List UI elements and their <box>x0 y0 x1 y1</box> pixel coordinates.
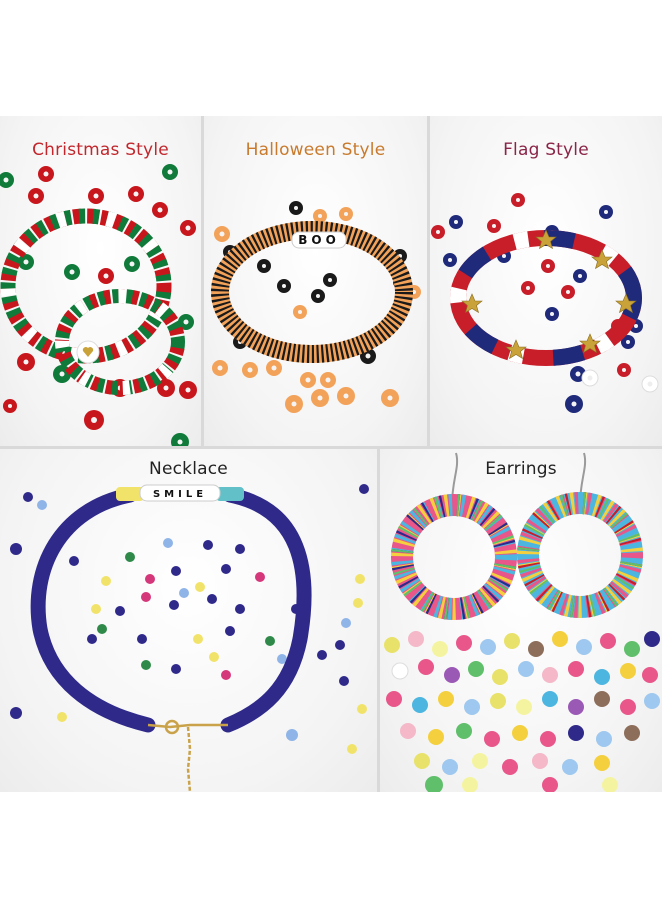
flag-title-text: Flag Style <box>503 140 589 160</box>
flag-style-title: Flag Style <box>430 140 662 160</box>
boo-letters: BOO <box>298 233 340 247</box>
loose-beads <box>431 193 659 413</box>
bottom-whitespace <box>0 792 662 907</box>
loose-beads <box>212 201 421 413</box>
loose-beads <box>384 631 660 792</box>
halloween-bracelet-image: BOO <box>211 201 421 413</box>
flag-style-panel: Flag Style <box>430 116 662 446</box>
christmas-bracelet-image <box>0 164 197 446</box>
smile-letter-beads: SMILE <box>139 484 221 502</box>
loose-beads <box>0 164 197 446</box>
gold-clasp-chain <box>147 719 228 792</box>
smile-letters: SMILE <box>153 489 207 500</box>
earrings-title: Earrings <box>380 459 662 479</box>
necklace-panel: Necklace <box>0 449 377 792</box>
product-collage: Christmas Style <box>0 116 662 792</box>
earrings-image <box>384 452 660 792</box>
necklace-strand-left <box>30 487 156 733</box>
flag-bracelet-image <box>431 193 659 413</box>
necklace-strand-right <box>220 487 312 733</box>
loose-beads <box>10 484 369 754</box>
christmas-style-panel: Christmas Style <box>0 116 201 446</box>
earrings-panel: Earrings <box>380 449 662 792</box>
star-charms <box>461 229 637 360</box>
boo-letter-beads: BOO <box>291 231 347 249</box>
halloween-title-text: Halloween Style <box>245 140 386 160</box>
halloween-style-title: Halloween Style <box>204 140 427 160</box>
christmas-title-text: Christmas Style <box>32 140 169 160</box>
necklace-title-text: Necklace <box>149 459 228 479</box>
halloween-style-panel: Halloween Style <box>204 116 427 446</box>
necklace-title: Necklace <box>0 459 377 479</box>
christmas-style-title: Christmas Style <box>0 140 201 160</box>
earrings-title-text: Earrings <box>485 459 557 479</box>
necklace-image: SMILE <box>10 484 369 792</box>
